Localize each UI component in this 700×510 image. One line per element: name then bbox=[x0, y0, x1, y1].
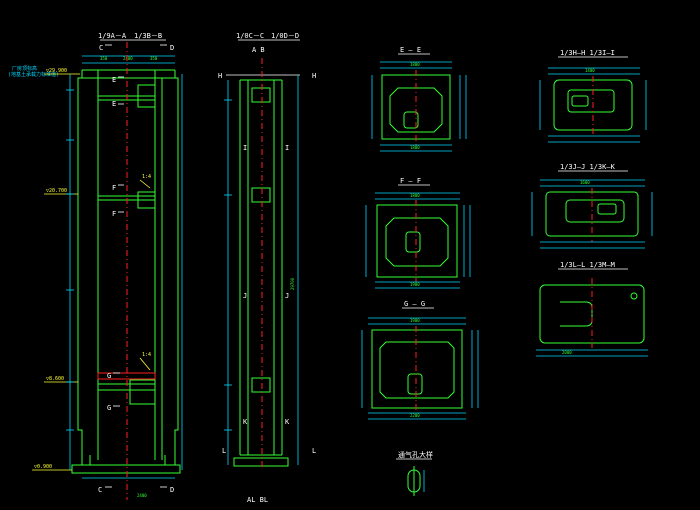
left-detail-ref: 1:4 bbox=[142, 352, 151, 358]
section-ff-title: F — F bbox=[400, 177, 421, 185]
left-axis-label-1: 1/9A－A bbox=[98, 32, 127, 40]
right-section-k-left: K bbox=[243, 418, 248, 426]
section-gg-title: G — G bbox=[404, 300, 425, 308]
right-elevation: 1/0C－C 1/0D－D A B H H I I J J K K L L bbox=[218, 32, 316, 504]
section-hh: 1/3H—H 1/3I—I 1400 bbox=[539, 49, 647, 143]
right-axis-bottom: AL BL bbox=[247, 496, 268, 504]
left-section-f-bottom: F bbox=[112, 210, 116, 218]
svg-text:1:4: 1:4 bbox=[142, 174, 151, 180]
section-mm-title: 1/3L—L 1/3M—M bbox=[560, 261, 615, 269]
note-bearing-capacity: (地基土承载力标准值) bbox=[8, 71, 59, 78]
gg-top-dim: 1900 bbox=[410, 318, 420, 323]
left-section-g-top: G bbox=[107, 372, 111, 380]
right-section-i-right: I bbox=[285, 144, 289, 152]
hh-top-dim: 1400 bbox=[585, 68, 595, 73]
section-jj: 1/3J—J 1/3K—K 1600 bbox=[531, 163, 653, 249]
left-bottom-dim: 2400 bbox=[137, 493, 147, 498]
svg-text:350: 350 bbox=[100, 56, 108, 61]
right-axis-sub: A B bbox=[252, 46, 265, 54]
right-axis-label-2: 1/0D－D bbox=[271, 32, 299, 40]
right-section-h-left: H bbox=[218, 72, 222, 80]
section-ff: F — F 1800 1900 bbox=[365, 177, 471, 289]
ff-top-dim: 1800 bbox=[410, 193, 420, 198]
left-section-e-bottom: E bbox=[112, 100, 116, 108]
vent-detail-title: 通气孔大样 bbox=[398, 450, 433, 459]
section-jj-title: 1/3J—J 1/3K—K bbox=[560, 163, 616, 171]
vent-detail: 通气孔大样 bbox=[396, 450, 433, 496]
right-section-j-left: J bbox=[243, 292, 247, 300]
gg-bottom-dim: 2200 bbox=[410, 413, 420, 418]
right-section-k-right: K bbox=[285, 418, 290, 426]
left-cut-bottom-c: C bbox=[98, 486, 102, 494]
section-gg: G — G 1900 2200 bbox=[361, 300, 479, 420]
right-section-l-left: L bbox=[222, 447, 226, 455]
svg-text:2400: 2400 bbox=[123, 56, 133, 61]
right-section-h-right: H bbox=[312, 72, 316, 80]
svg-text:350: 350 bbox=[150, 56, 158, 61]
left-axis-label-2: 1/3B－B bbox=[134, 32, 162, 40]
section-mm: 1/3L—L 1/3M—M 2000 bbox=[536, 261, 648, 357]
left-section-g-bottom: G bbox=[107, 404, 111, 412]
left-cut-top-c: C bbox=[99, 44, 103, 52]
elevation-base: ▽0.900 bbox=[34, 464, 52, 470]
elevation-mid: ▽20.700 bbox=[46, 188, 67, 194]
note-roof-elevation: 厂房顶标高 bbox=[12, 65, 37, 72]
ee-top-dim: 1800 bbox=[410, 62, 420, 67]
right-section-l-right: L bbox=[312, 447, 316, 455]
left-cut-bottom-d: D bbox=[170, 486, 174, 494]
right-total-height: 29700 bbox=[290, 277, 295, 290]
right-section-j-right: J bbox=[285, 292, 289, 300]
mm-bottom-dim: 2000 bbox=[562, 350, 572, 355]
ff-bottom-dim: 1900 bbox=[410, 282, 420, 287]
left-cut-top-d: D bbox=[170, 44, 174, 52]
section-hh-title: 1/3H—H 1/3I—I bbox=[560, 49, 615, 57]
left-section-f-top: F bbox=[112, 184, 116, 192]
left-elevation: 1/9A－A 1/3B－B C D 350 2400 350 厂房顶标高 (地基… bbox=[8, 32, 183, 500]
elevation-top: ▽29.900 bbox=[46, 68, 67, 74]
section-ee-title: E — E bbox=[400, 46, 421, 54]
jj-top-dim: 1600 bbox=[580, 180, 590, 185]
right-section-i-left: I bbox=[243, 144, 247, 152]
right-axis-label-1: 1/0C－C bbox=[236, 32, 264, 40]
left-section-e-top: E bbox=[112, 76, 116, 84]
ee-bottom-dim: 1800 bbox=[410, 145, 420, 150]
elevation-low: ▽8.600 bbox=[46, 376, 64, 382]
section-ee: E — E 1800 1800 bbox=[371, 46, 467, 152]
